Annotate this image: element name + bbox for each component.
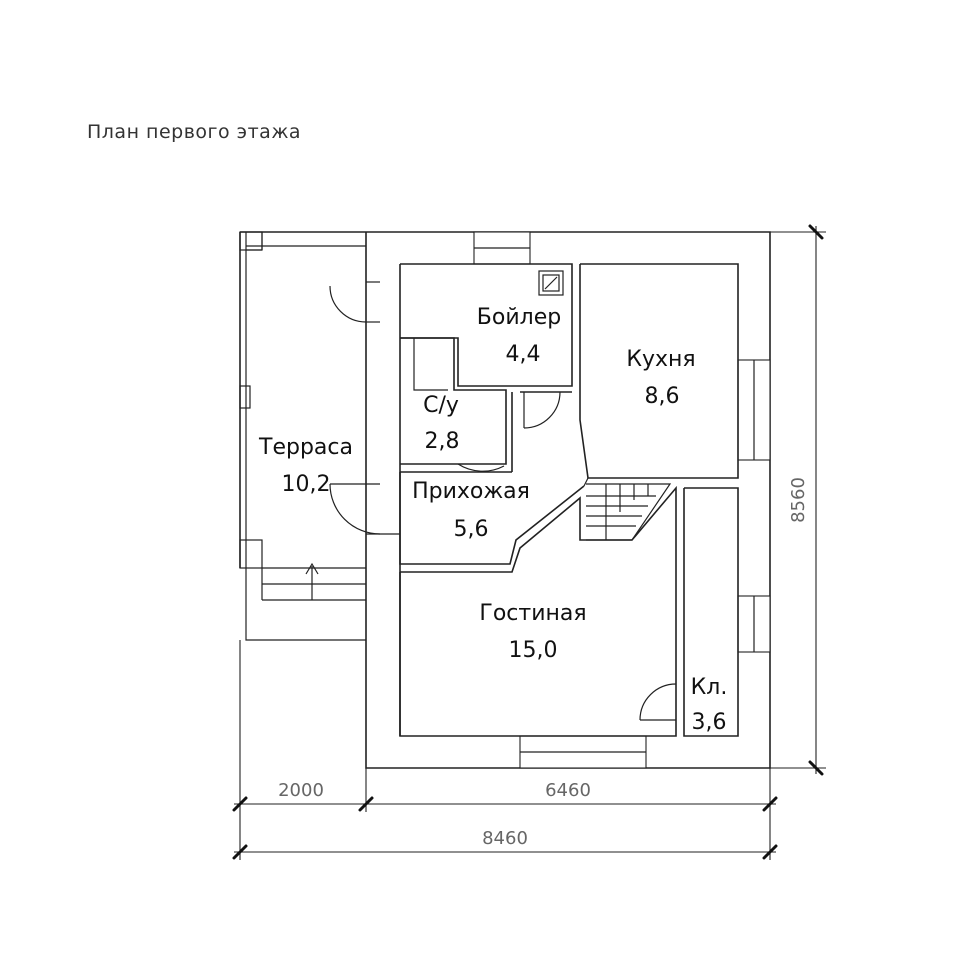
room-terrace-area: 10,2 <box>282 472 331 497</box>
doors <box>329 281 677 721</box>
room-closet-area: 3,6 <box>692 710 727 735</box>
dim-tick <box>358 796 374 812</box>
room-hall-name: Прихожая <box>412 479 530 504</box>
room-living-name: Гостиная <box>479 601 586 626</box>
dim-tick <box>762 844 778 860</box>
dim-tick <box>232 796 248 812</box>
dim-total-width: 8460 <box>482 828 528 849</box>
terrace <box>239 231 366 641</box>
room-kitchen-name: Кухня <box>626 347 695 372</box>
room-closet-name: Кл. <box>691 675 728 700</box>
dim-tick <box>808 224 824 240</box>
room-living-area: 15,0 <box>509 638 558 663</box>
dimensions <box>232 224 826 860</box>
room-kitchen-area: 8,6 <box>645 384 680 409</box>
room-boiler-area: 4,4 <box>506 342 541 367</box>
dim-tick <box>808 760 824 776</box>
inner-walls <box>399 263 739 737</box>
stairs <box>586 483 672 541</box>
room-wc-area: 2,8 <box>425 429 460 454</box>
dim-tick <box>232 844 248 860</box>
room-wc-name: С/у <box>423 393 459 418</box>
dim-terrace-width: 2000 <box>278 780 324 801</box>
dim-tick <box>762 796 778 812</box>
dim-total-depth: 8560 <box>788 477 809 523</box>
room-boiler-name: Бойлер <box>477 305 561 330</box>
page-title: План первого этажа <box>87 121 302 143</box>
room-hall-area: 5,6 <box>454 517 489 542</box>
dim-house-width: 6460 <box>545 780 591 801</box>
room-terrace-name: Терраса <box>258 435 353 460</box>
